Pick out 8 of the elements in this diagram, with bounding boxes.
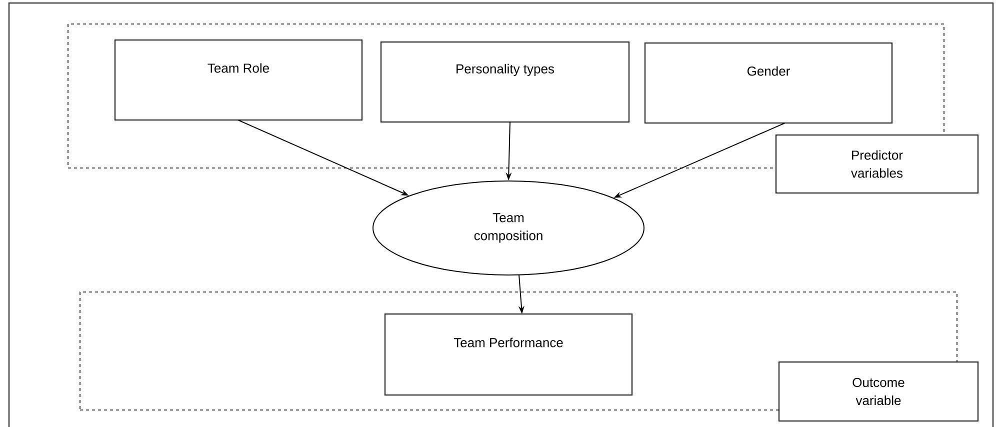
variable-box: Team Role	[114, 40, 362, 120]
dashed-group-box	[80, 292, 958, 410]
category-label-box: Outcome variable	[778, 361, 978, 422]
variable-box: Team Performance	[384, 313, 632, 396]
variable-box: Gender	[644, 42, 892, 124]
category-label-box: Predictor variables	[776, 134, 978, 194]
variable-box: Personality types	[380, 42, 630, 122]
dashed-group-box	[68, 24, 944, 168]
